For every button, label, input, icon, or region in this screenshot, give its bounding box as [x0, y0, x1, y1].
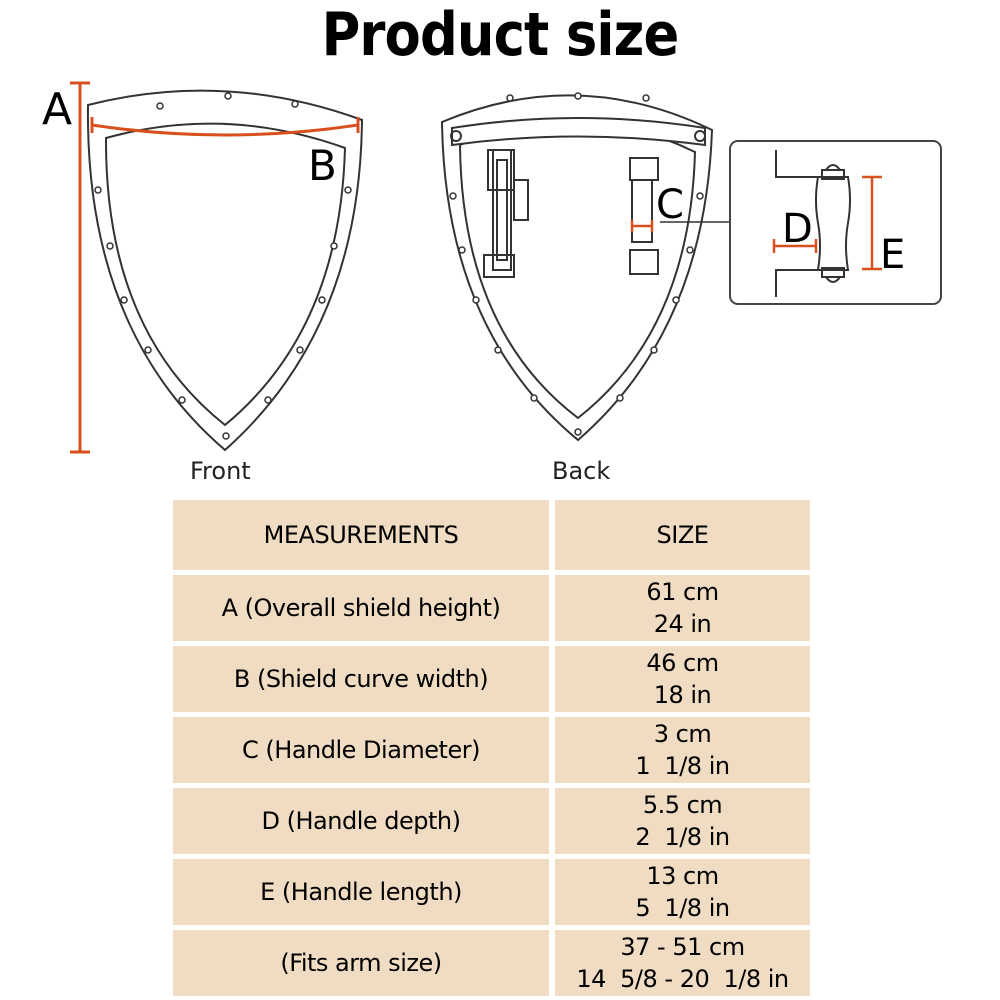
back-caption: Back: [552, 457, 611, 485]
measurement-name: (Fits arm size): [173, 930, 549, 996]
size-imperial: 18 in: [653, 681, 712, 709]
measurements-table: MEASUREMENTS SIZE A (Overall shield heig…: [173, 500, 810, 1000]
table-row: D (Handle depth) 5.5 cm 2 1/8 in: [173, 788, 810, 854]
size-imperial: 24 in: [653, 610, 712, 638]
size-metric: 5.5 cm: [642, 791, 723, 819]
front-caption: Front: [190, 457, 251, 485]
size-imperial: 1 1/8 in: [635, 752, 730, 780]
label-e: E: [880, 232, 905, 278]
measurement-size: 3 cm 1 1/8 in: [555, 717, 810, 783]
label-d: D: [782, 206, 813, 252]
back-shield-drawing: [440, 92, 714, 442]
table-row: C (Handle Diameter) 3 cm 1 1/8 in: [173, 717, 810, 783]
shield-diagrams: A B C D E: [42, 81, 942, 454]
measurement-size: 5.5 cm 2 1/8 in: [555, 788, 810, 854]
label-a: A: [42, 84, 72, 135]
dimension-e-line: [862, 175, 882, 271]
measurement-name: C (Handle Diameter): [173, 717, 549, 783]
dimension-a-line: [70, 81, 90, 454]
measurement-size: 61 cm 24 in: [555, 575, 810, 641]
measurement-name: A (Overall shield height): [173, 575, 549, 641]
table-row: (Fits arm size) 37 - 51 cm 14 5/8 - 20 1/8…: [173, 930, 810, 996]
size-metric: 61 cm: [646, 578, 719, 606]
page-title: Product size: [321, 0, 680, 70]
measurement-size: 37 - 51 cm 14 5/8 - 20 1/8 in: [555, 930, 810, 996]
measurement-name: D (Handle depth): [173, 788, 549, 854]
strap-drawing: [483, 149, 529, 278]
header-size: SIZE: [555, 500, 810, 570]
measurement-size: 13 cm 5 1/8 in: [555, 859, 810, 925]
measurement-size: 46 cm 18 in: [555, 646, 810, 712]
dimension-b-curve: [91, 123, 359, 137]
table-row: E (Handle length) 13 cm 5 1/8 in: [173, 859, 810, 925]
front-shield-drawing: [86, 89, 364, 452]
handle-drawing: [629, 157, 659, 275]
size-metric: 37 - 51 cm: [620, 933, 745, 961]
header-measurements: MEASUREMENTS: [173, 500, 549, 570]
label-b: B: [308, 141, 337, 190]
measurement-name: B (Shield curve width): [173, 646, 549, 712]
size-metric: 3 cm: [653, 720, 712, 748]
label-c: C: [656, 182, 684, 228]
dimension-c-line: [630, 220, 654, 232]
table-row: A (Overall shield height) 61 cm 24 in: [173, 575, 810, 641]
table-row: B (Shield curve width) 46 cm 18 in: [173, 646, 810, 712]
size-metric: 13 cm: [646, 862, 719, 890]
size-imperial: 2 1/8 in: [635, 823, 730, 851]
measurement-name: E (Handle length): [173, 859, 549, 925]
size-imperial: 14 5/8 - 20 1/8 in: [576, 965, 789, 993]
size-metric: 46 cm: [646, 649, 719, 677]
size-imperial: 5 1/8 in: [635, 894, 730, 922]
handle-detail-drawing: [775, 150, 851, 297]
table-header-row: MEASUREMENTS SIZE: [173, 500, 810, 570]
dimension-d-line: [772, 239, 818, 253]
